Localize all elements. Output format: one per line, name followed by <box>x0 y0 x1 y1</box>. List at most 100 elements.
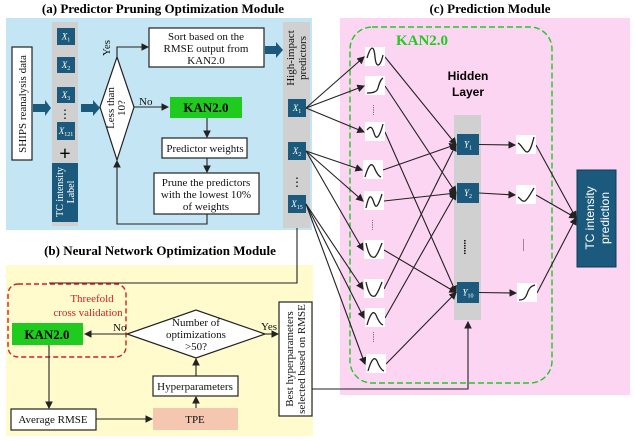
sort-text-3: KAN2.0 <box>187 55 225 67</box>
edge-input-to-spline-1 <box>305 84 366 109</box>
edge-spline-to-hidden-2 <box>384 131 457 294</box>
spline-bump-icon <box>363 160 383 179</box>
output-ellipsis: ⋮ <box>291 175 303 189</box>
yes-label: Yes <box>101 40 113 56</box>
hidden-text-2: Layer <box>452 85 484 99</box>
edge-spline-to-hidden-4 <box>383 189 458 202</box>
spline-sigmoid-steep-icon <box>517 283 537 302</box>
high-impact-predictor-2 <box>288 195 306 213</box>
edge-spline-to-hidden-6 <box>383 143 457 290</box>
prune-text-3: of weights <box>183 201 229 213</box>
decision-b-text-2: optimizations <box>166 329 226 341</box>
prune-text-2: with the lowest 10% <box>161 189 251 201</box>
spline-sine-icon <box>365 47 385 66</box>
hyperparameters-text: Hyperparameters <box>157 381 233 393</box>
spline-ellipsis-3: ...... <box>371 332 379 343</box>
edge-spline-to-output-2 <box>536 217 577 294</box>
tc-label-text-2: Label <box>66 180 77 203</box>
prune-text-1: Prune the predictors <box>162 177 251 189</box>
spline-check-icon <box>516 185 536 204</box>
edge-hidden-to-spline-2 <box>478 289 518 297</box>
hidden-node-2 <box>457 282 479 303</box>
high-impact-column <box>283 22 310 228</box>
edge-spline-to-hidden-1 <box>384 85 457 194</box>
cv-text-1: Threefold <box>70 293 114 305</box>
high-impact-predictor-2-label: X15 <box>290 199 303 211</box>
best-text-2: selected based on RMSE <box>296 304 308 414</box>
tc-prediction-box <box>576 169 617 268</box>
spline-sigmoid-icon <box>365 76 385 95</box>
plus-icon: + <box>59 143 70 165</box>
arrow-sort-to-high-impact <box>265 42 283 58</box>
kan-box-a <box>170 97 242 118</box>
spline-valley-icon <box>364 240 384 259</box>
kan-box-b <box>12 323 83 345</box>
input-predictor-3-label: X121 <box>58 126 74 138</box>
panel-c-title: (c) Prediction Module <box>429 1 550 16</box>
ships-data-box <box>11 46 33 161</box>
spline-bump-icon <box>365 308 385 327</box>
kan-text-c: KAN2.0 <box>396 33 448 49</box>
hidden-text-1: Hidden <box>448 69 489 83</box>
high-impact-predictor-0-label: X1 <box>292 103 302 115</box>
output-spline-ellipsis: ...... <box>521 239 530 251</box>
edge-spline-to-hidden-3 <box>382 143 458 171</box>
yes-label-b: Yes <box>261 321 277 333</box>
high-impact-text-2: predictors <box>297 36 309 80</box>
best-hyperparameters-box <box>278 301 313 417</box>
no-label: No <box>139 96 153 108</box>
spline-bump-icon <box>366 354 386 373</box>
spline-valley-icon <box>364 279 384 298</box>
edge-spline-to-hidden-7 <box>384 192 457 319</box>
edge-spline-to-hidden-5 <box>383 249 457 294</box>
hidden-ellipsis: ...... <box>461 240 472 256</box>
panel-b-title: (b) Neural Network Optimization Module <box>44 243 276 258</box>
ships-label: SHIPS reanalysis data <box>17 55 29 153</box>
edge-input-to-spline-6 <box>305 203 364 290</box>
high-impact-predictor-1-label: X2 <box>292 146 302 158</box>
sort-text-2: RMSE output from <box>164 43 249 55</box>
sort-text-1: Sort based on the <box>168 31 244 43</box>
kan-text-a: KAN2.0 <box>183 100 228 115</box>
hidden-node-2-label: Y10 <box>462 288 473 300</box>
decision-b-text-3: >50? <box>185 341 207 353</box>
edge-input-to-spline-3 <box>305 150 364 172</box>
edge-spline-to-output-0 <box>535 144 577 219</box>
input-predictor-2 <box>57 87 75 103</box>
input-predictor-1-label: X2 <box>61 60 71 72</box>
spline-dip-sine-icon <box>365 122 385 141</box>
loop-arrow <box>113 159 208 225</box>
edge-input-to-spline-4 <box>305 150 364 202</box>
panel-b-background <box>6 265 313 436</box>
arrow-ships-to-inputs <box>33 100 51 116</box>
decision-text-1: Less than <box>105 87 117 129</box>
no-label-b: No <box>113 322 127 334</box>
edge-spline-to-hidden-0 <box>384 56 457 146</box>
edge-input-to-spline-7 <box>305 203 365 319</box>
arrow-inputs-to-decision <box>81 100 100 116</box>
high-impact-text-1: High-impact <box>285 30 297 86</box>
tc-label-box <box>52 163 78 222</box>
hidden-node-0 <box>457 134 479 155</box>
average-rmse-text: Average RMSE <box>18 414 87 426</box>
hidden-node-0-label: Y1 <box>464 140 472 152</box>
prediction-text-1: TC intensity <box>583 186 597 249</box>
input-predictor-0-label: X1 <box>61 32 71 44</box>
spline-ellipsis-2: ...... <box>370 220 378 231</box>
input-predictor-2-label: X3 <box>61 90 71 102</box>
arrow-best-to-hidden <box>312 320 472 390</box>
edge-input-to-spline-2 <box>305 107 366 134</box>
prune-box <box>153 172 260 215</box>
kan-text-b: KAN2.0 <box>24 327 69 342</box>
cv-text-2: cross validation <box>53 307 123 319</box>
sort-box <box>148 27 265 68</box>
edge-input-to-spline-5 <box>305 150 364 251</box>
spline-ellipsis-1: ...... <box>371 105 379 116</box>
tpe-text: TPE <box>185 414 205 426</box>
connector-overlay <box>49 265 298 284</box>
edge-hidden-to-spline-1 <box>478 190 517 199</box>
hidden-node-1 <box>457 183 479 203</box>
input-predictor-0 <box>57 28 75 45</box>
spline-sine-up-icon <box>364 191 384 210</box>
